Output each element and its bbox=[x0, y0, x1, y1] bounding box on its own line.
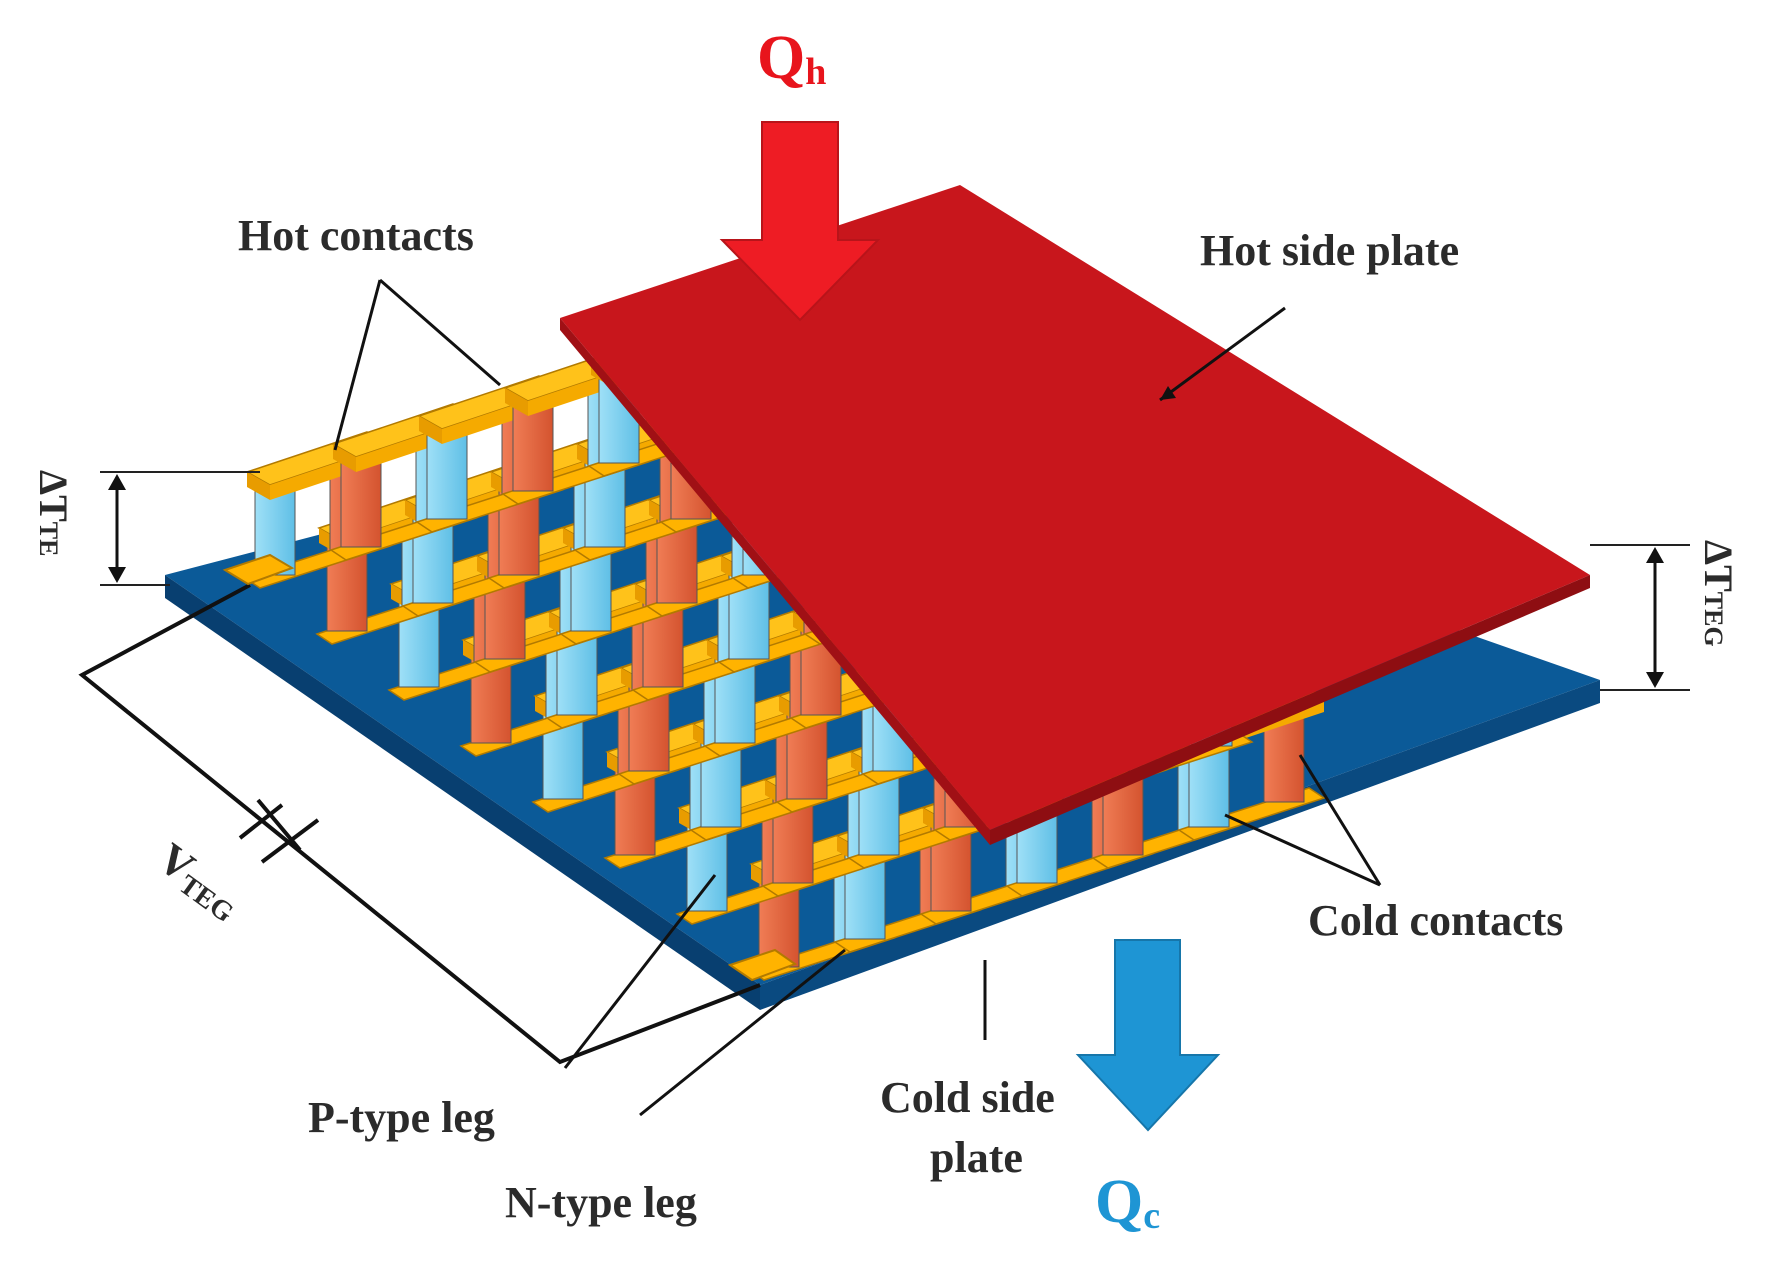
dt-teg-marker bbox=[1590, 544, 1690, 691]
hot-contact-side bbox=[333, 444, 356, 472]
p-type-leg-label: P-type leg bbox=[308, 1093, 495, 1142]
cold-heat-arrow bbox=[1075, 939, 1221, 1132]
qc-label: Qc bbox=[1095, 1168, 1160, 1237]
n-type-leg-label: N-type leg bbox=[505, 1178, 697, 1227]
hot-contact-side bbox=[247, 472, 270, 500]
circuit-wire bbox=[78, 583, 761, 1065]
cold-contacts-label: Cold contacts bbox=[1308, 896, 1563, 945]
hot-side-plate bbox=[560, 185, 1590, 845]
hot-contact-side bbox=[505, 388, 528, 416]
hot-contacts-label: Hot contacts bbox=[238, 211, 474, 260]
v-teg-label: VTEG bbox=[147, 833, 251, 929]
qh-label: Qh bbox=[757, 24, 826, 93]
dt-te-marker bbox=[100, 471, 260, 586]
hot-heat-arrow bbox=[719, 121, 881, 322]
hot-side-plate-label: Hot side plate bbox=[1200, 226, 1459, 275]
hot-contact-side bbox=[419, 416, 442, 444]
dt-te-label: ΔTTE bbox=[31, 470, 76, 556]
leader-lines bbox=[333, 278, 1382, 1117]
cold-side-plate-label-2: plate bbox=[930, 1133, 1023, 1182]
dt-teg-label: ΔTTEG bbox=[1696, 540, 1741, 647]
terminal-tabs bbox=[222, 553, 798, 982]
cold-side-plate-label: Cold side bbox=[880, 1073, 1055, 1122]
